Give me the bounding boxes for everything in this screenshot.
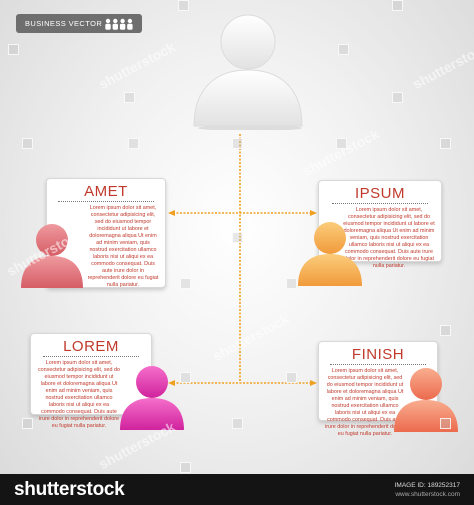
watermark-square bbox=[232, 418, 243, 429]
watermark-square bbox=[286, 372, 297, 383]
watermark-square bbox=[336, 138, 347, 149]
watermark-square bbox=[180, 278, 191, 289]
watermark-square bbox=[128, 138, 139, 149]
card-amet-body: Lorem ipsum dolor sit amet, consectetur … bbox=[87, 205, 159, 288]
footer-image-id: IMAGE ID: 189252317 bbox=[394, 482, 460, 489]
card-lorem-divider bbox=[43, 356, 139, 357]
watermark-square bbox=[232, 232, 243, 243]
watermark-square bbox=[124, 92, 135, 103]
watermark-square bbox=[338, 44, 349, 55]
watermark-square bbox=[22, 418, 33, 429]
connector-lines bbox=[168, 134, 317, 386]
card-lorem-title: LOREM bbox=[63, 338, 119, 355]
card-finish-divider bbox=[330, 364, 426, 365]
card-ipsum-title: IPSUM bbox=[354, 185, 405, 202]
finish-person-icon bbox=[394, 368, 458, 432]
arrowhead-ipsum bbox=[310, 210, 317, 216]
business-vector-badge: BUSINESS VECTOR bbox=[16, 14, 142, 33]
arrowhead-finish bbox=[310, 380, 317, 386]
watermark-square bbox=[440, 418, 451, 429]
watermark-square bbox=[440, 325, 451, 336]
card-lorem: LOREM Lorem ipsum dolor sit amet, consec… bbox=[30, 333, 152, 429]
lorem-person-icon bbox=[120, 366, 184, 430]
watermark-square bbox=[232, 138, 243, 149]
watermark-square bbox=[180, 462, 191, 473]
connector-paths bbox=[173, 134, 312, 384]
card-amet-divider bbox=[58, 201, 154, 202]
watermark-square bbox=[286, 278, 297, 289]
watermark-square bbox=[22, 138, 33, 149]
watermark-square bbox=[440, 138, 451, 149]
card-finish-body: Lorem ipsum dolor sit amet, consectetur … bbox=[325, 368, 406, 437]
watermark-square bbox=[392, 92, 403, 103]
card-ipsum-divider bbox=[332, 203, 428, 204]
watermark-square bbox=[178, 0, 189, 11]
badge-label: BUSINESS VECTOR bbox=[25, 19, 103, 28]
root-person-icon bbox=[193, 14, 303, 130]
amet-person-icon bbox=[21, 224, 83, 288]
ipsum-person-icon bbox=[298, 222, 362, 286]
watermark-square bbox=[180, 372, 191, 383]
arrowhead-amet bbox=[168, 210, 175, 216]
watermark-square bbox=[392, 0, 403, 11]
footer-brand-logo: shutterstock bbox=[14, 479, 125, 500]
card-lorem-body: Lorem ipsum dolor sit amet, consectetur … bbox=[37, 360, 121, 429]
connector-arrowheads bbox=[168, 210, 317, 386]
stock-footer-bar: shutterstock IMAGE ID: 189252317 www.shu… bbox=[0, 474, 474, 505]
watermark-square bbox=[8, 44, 19, 55]
arrowhead-lorem bbox=[168, 380, 175, 386]
people-group-icon bbox=[105, 18, 133, 30]
card-ipsum-body: Lorem ipsum dolor sit amet, consectetur … bbox=[343, 207, 435, 269]
card-finish-title: FINISH bbox=[351, 346, 405, 363]
card-amet-title: AMET bbox=[84, 183, 128, 200]
footer-site-url: www.shutterstock.com bbox=[395, 491, 460, 498]
